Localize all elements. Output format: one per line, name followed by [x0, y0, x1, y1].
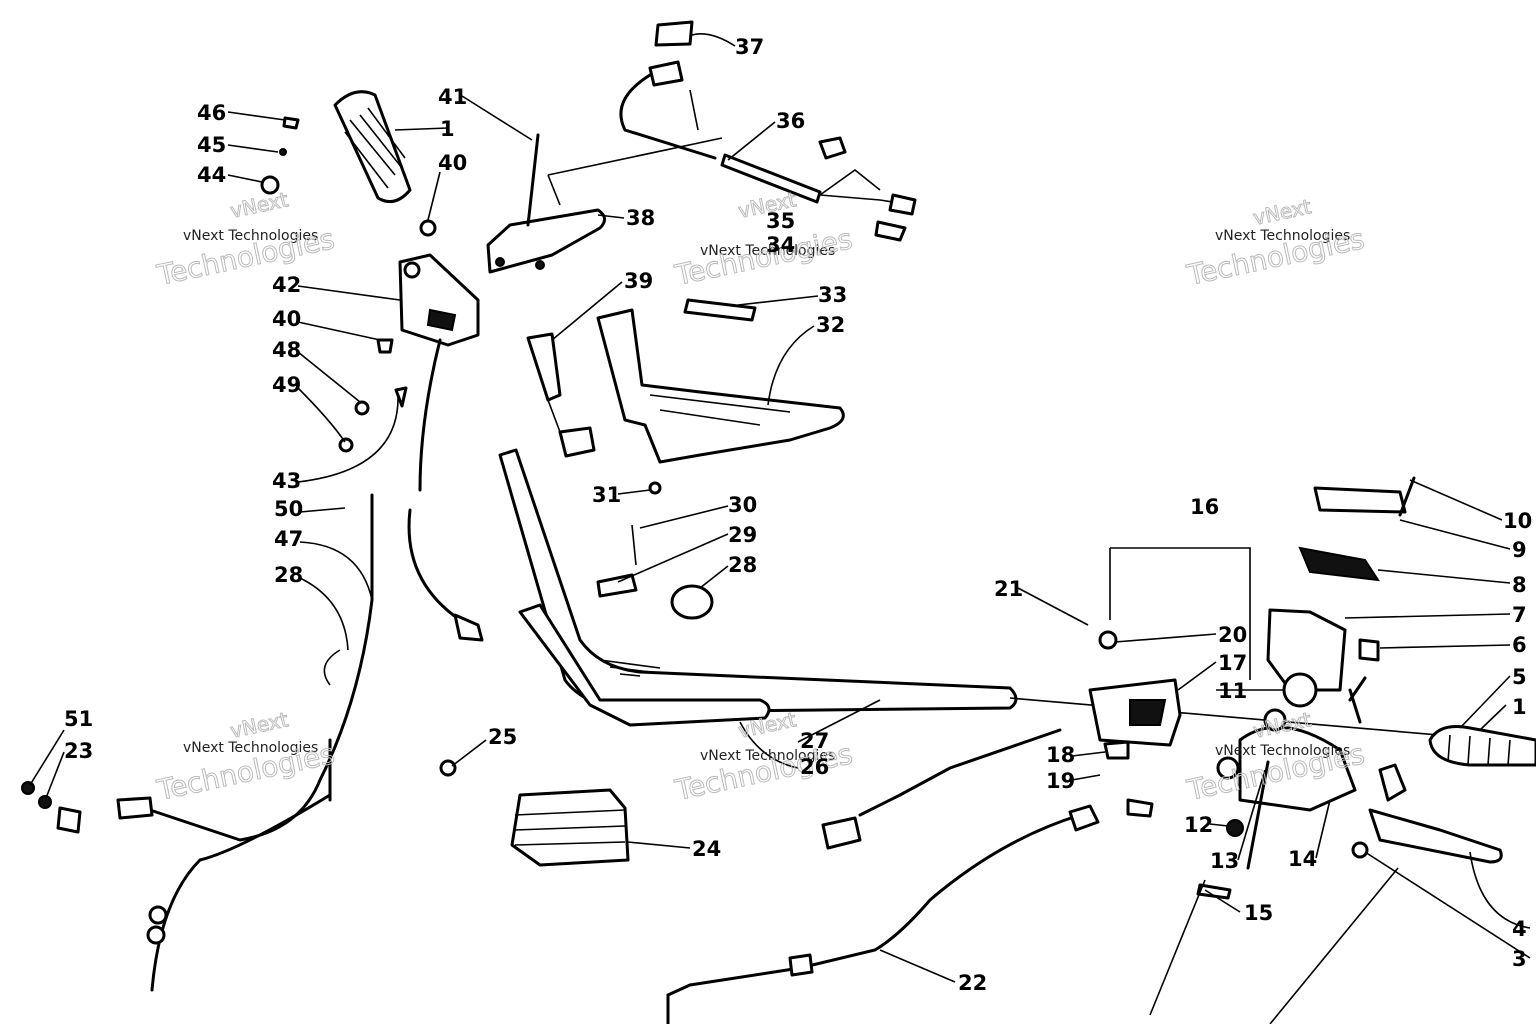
callout-37: 37 [735, 35, 764, 59]
callout-19: 19 [1046, 769, 1075, 793]
watermark-group-3: vNext vNext Technologies Technologies [1183, 194, 1368, 293]
callout-29: 29 [728, 523, 757, 547]
callout-49: 49 [272, 373, 301, 397]
watermark-text: vNext Technologies [1215, 743, 1350, 759]
callout-50: 50 [274, 497, 303, 521]
callout-35: 35 [766, 209, 795, 233]
callout-15: 15 [1244, 901, 1273, 925]
callout-40-top: 40 [438, 151, 467, 175]
parts-artwork [21, 20, 1536, 1024]
watermark-group-2: vNext vNext Technologies Technologies [671, 187, 856, 293]
callout-39: 39 [624, 269, 653, 293]
watermark-text: vNext Technologies [183, 740, 318, 756]
watermark-tech: Technologies [672, 222, 856, 292]
throttle-cable [21, 338, 484, 992]
callout-14: 14 [1288, 847, 1317, 871]
callout-32: 32 [816, 313, 845, 337]
callout-27: 27 [800, 729, 829, 753]
callout-46: 46 [197, 101, 226, 125]
callout-9: 9 [1512, 538, 1527, 562]
pad-24 [510, 788, 630, 867]
callout-38: 38 [626, 206, 655, 230]
clips-28-31 [596, 481, 714, 620]
watermark-text: vNext Technologies [700, 243, 835, 259]
callout-40-mid: 40 [272, 307, 301, 331]
callout-10: 10 [1503, 509, 1532, 533]
callout-48: 48 [272, 338, 301, 362]
callout-1-right: 1 [1512, 695, 1527, 719]
callout-36: 36 [776, 109, 805, 133]
callout-20: 20 [1218, 623, 1247, 647]
callout-28-left: 28 [274, 563, 303, 587]
callout-18: 18 [1046, 743, 1075, 767]
watermark-vnext: vNext [228, 187, 290, 223]
callout-12: 12 [1184, 813, 1213, 837]
throttle-block [398, 253, 480, 347]
callout-11: 11 [1218, 679, 1247, 703]
callout-25: 25 [488, 725, 517, 749]
throttle-lever [486, 208, 606, 274]
callout-16: 16 [1190, 495, 1219, 519]
wire-harness [547, 20, 917, 242]
callout-51: 51 [64, 707, 93, 731]
watermark-group-4: vNext vNext Technologies Technologies [153, 707, 338, 808]
brake-cable [666, 728, 1154, 1024]
handlebar [498, 448, 1521, 743]
callout-42: 42 [272, 273, 301, 297]
callout-33: 33 [818, 283, 847, 307]
callout-7: 7 [1512, 603, 1527, 627]
callout-13: 13 [1210, 849, 1239, 873]
callout-labels: 46 45 44 1 41 40 37 36 38 35 34 42 40 48… [64, 35, 1532, 995]
callout-6: 6 [1512, 633, 1527, 657]
callout-30: 30 [728, 493, 757, 517]
callout-22: 22 [958, 971, 987, 995]
callout-34: 34 [766, 233, 795, 257]
callout-3: 3 [1512, 947, 1527, 971]
callout-41: 41 [438, 85, 467, 109]
callout-17: 17 [1218, 651, 1247, 675]
callout-4: 4 [1512, 917, 1527, 941]
switch-39 [526, 332, 596, 458]
watermark-text: vNext Technologies [183, 228, 318, 244]
callout-45: 45 [197, 133, 226, 157]
console [596, 298, 845, 464]
callout-43: 43 [272, 469, 301, 493]
watermark-vnext: vNext [228, 707, 290, 743]
callout-23: 23 [64, 739, 93, 763]
callout-26: 26 [800, 755, 829, 779]
callout-28-mid: 28 [728, 553, 757, 577]
callout-24: 24 [692, 837, 721, 861]
callout-5: 5 [1512, 665, 1527, 689]
pin-41 [526, 133, 540, 227]
callout-47: 47 [274, 527, 303, 551]
callout-21: 21 [994, 577, 1023, 601]
watermark-text: vNext Technologies [700, 748, 835, 764]
left-grip [333, 90, 412, 204]
right-controls [1088, 476, 1536, 900]
leader-lines [1109, 547, 1399, 1024]
watermark-text: vNext Technologies [1215, 228, 1350, 244]
callout-31: 31 [592, 483, 621, 507]
callout-44: 44 [197, 163, 226, 187]
watermark-group-1: vNext vNext Technologies Technologies [153, 187, 338, 293]
callout-8: 8 [1512, 573, 1527, 597]
callout-1-left: 1 [440, 117, 455, 141]
small-fasteners-left [260, 116, 457, 777]
watermark-vnext: vNext [1251, 194, 1313, 230]
callout-leaders [29, 33, 1531, 983]
